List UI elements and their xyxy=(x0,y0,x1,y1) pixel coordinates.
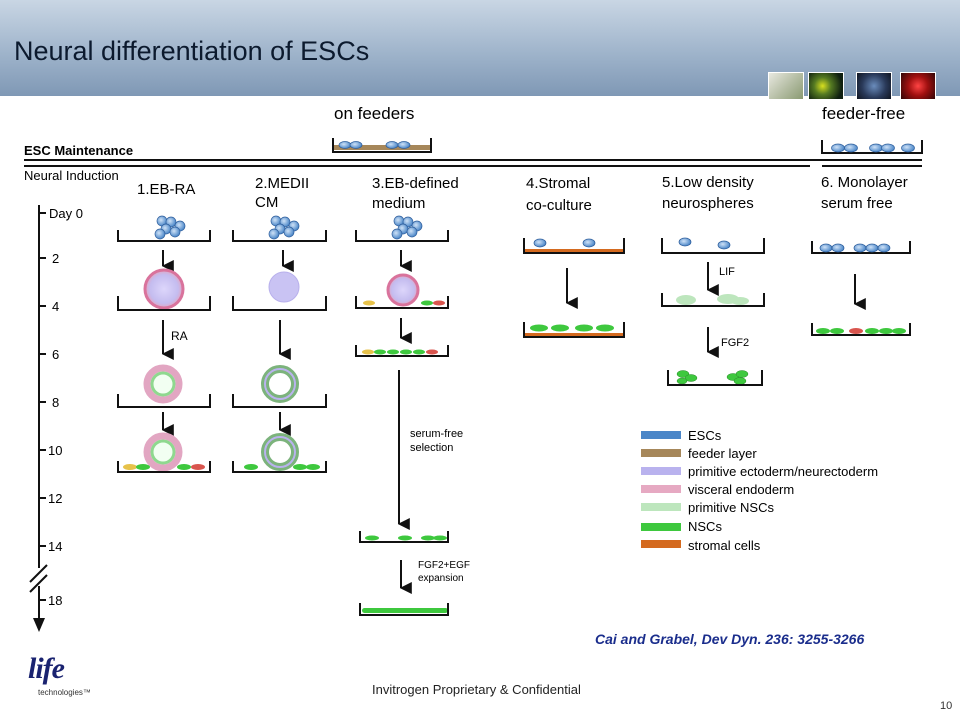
slide-header: Neural differentiation of ESCs xyxy=(0,0,960,100)
slide-title: Neural differentiation of ESCs xyxy=(14,36,370,66)
method-4-title: 4.Stromal xyxy=(526,175,590,192)
column-eb-ra: RA xyxy=(117,215,211,473)
ra-label: RA xyxy=(171,329,188,343)
timeline-label-10: 10 xyxy=(48,443,62,458)
column-stromal xyxy=(523,238,625,338)
legend-label-escs: ESCs xyxy=(688,428,722,443)
page-number: 10 xyxy=(940,700,953,712)
timeline-label-4: 4 xyxy=(52,299,59,314)
legend-item-nscs: NSCs xyxy=(641,519,722,534)
column-medii-cm xyxy=(232,215,327,473)
thumbnail-microscopy xyxy=(856,72,892,100)
method-2-subtitle: CM xyxy=(255,194,278,211)
selection-label: selection xyxy=(410,442,453,454)
legend-item-visceral: visceral endoderm xyxy=(641,482,794,497)
thumbnail-fluorescence xyxy=(900,72,936,100)
timeline-label-8: 8 xyxy=(52,395,59,410)
fgf2-egf-label: FGF2+EGF xyxy=(418,560,470,571)
column-eb-defined: serum-free selection FGF2+EGF expansion xyxy=(355,215,470,616)
legend-item-primitive-nscs: primitive NSCs xyxy=(641,500,774,515)
method-3-title: 3.EB-defined xyxy=(372,175,459,192)
neural-induction-label: Neural Induction xyxy=(24,168,119,183)
neural-differentiation-diagram: on feeders feeder-free ESC Maintenance N… xyxy=(24,104,923,632)
logo-wordmark: life xyxy=(28,652,65,685)
logo-subtitle: technologies™ xyxy=(38,688,91,697)
timeline-label-18: 18 xyxy=(48,593,62,608)
method-3-subtitle: medium xyxy=(372,195,425,212)
legend-label-visceral: visceral endoderm xyxy=(688,482,794,497)
legend-label-ectoderm: primitive ectoderm/neurectoderm xyxy=(688,464,878,479)
legend-label-nscs: NSCs xyxy=(688,519,722,534)
dish-feeder-free xyxy=(821,140,923,154)
timeline-label-2: 2 xyxy=(52,251,59,266)
expansion-label: expansion xyxy=(418,573,464,584)
citation: Cai and Grabel, Dev Dyn. 236: 3255-3266 xyxy=(595,631,865,647)
method-2-title: 2.MEDII xyxy=(255,175,309,192)
timeline-label-12: 12 xyxy=(48,491,62,506)
timeline-label-6: 6 xyxy=(52,347,59,362)
confidential-notice: Invitrogen Proprietary & Confidential xyxy=(372,682,581,697)
method-5-subtitle: neurospheres xyxy=(662,195,754,212)
timeline-axis xyxy=(29,205,48,632)
legend: ESCs feeder layer primitive ectoderm/neu… xyxy=(641,428,878,553)
lif-label: LIF xyxy=(719,266,735,278)
legend-label-feeder: feeder layer xyxy=(688,446,757,461)
method-5-title: 5.Low density xyxy=(662,174,754,191)
legend-label-primitive-nscs: primitive NSCs xyxy=(688,500,774,515)
method-6-subtitle: serum free xyxy=(821,195,893,212)
timeline-label-14: 14 xyxy=(48,539,62,554)
thumbnail-cells xyxy=(808,72,844,100)
legend-label-stromal: stromal cells xyxy=(688,538,761,553)
legend-item-escs: ESCs xyxy=(641,428,722,443)
legend-item-ectoderm: primitive ectoderm/neurectoderm xyxy=(641,464,878,479)
column-monolayer xyxy=(811,241,911,336)
method-4-subtitle: co-culture xyxy=(526,197,592,214)
legend-item-stromal: stromal cells xyxy=(641,538,761,553)
timeline-label-day0: Day 0 xyxy=(49,206,83,221)
life-technologies-logo: life technologies™ xyxy=(20,652,130,706)
feeder-free-label: feeder-free xyxy=(822,104,905,123)
method-1-title: 1.EB-RA xyxy=(137,181,195,198)
esc-maintenance-label: ESC Maintenance xyxy=(24,143,133,158)
fgf2-label: FGF2 xyxy=(721,337,749,349)
legend-item-feeder: feeder layer xyxy=(641,446,757,461)
column-neurospheres: LIF FGF2 xyxy=(661,237,765,386)
serum-free-label: serum-free xyxy=(410,428,463,440)
method-6-title: 6. Monolayer xyxy=(821,174,908,191)
on-feeders-label: on feeders xyxy=(334,104,414,123)
thumbnail-plant xyxy=(768,72,804,100)
dish-on-feeders xyxy=(332,138,432,153)
